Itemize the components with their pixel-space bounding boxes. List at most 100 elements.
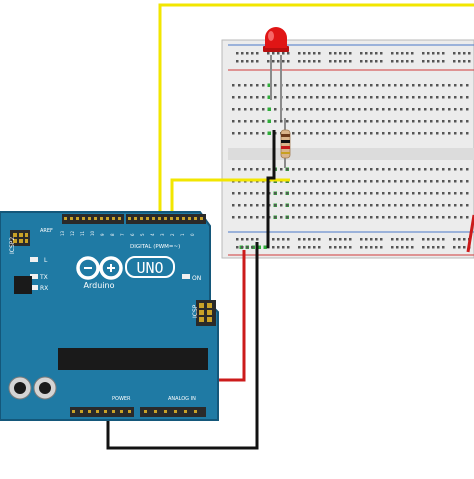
terminal-hole: [310, 216, 313, 219]
terminal-hole: [298, 216, 301, 219]
terminal-hole: [262, 204, 265, 207]
power-label: POWER: [112, 396, 131, 402]
terminal-hole: [358, 108, 361, 111]
terminal-hole: [358, 96, 361, 99]
terminal-hole: [448, 84, 451, 87]
header-pin: [128, 217, 131, 220]
terminal-hole: [388, 96, 391, 99]
terminal-hole: [442, 168, 445, 171]
terminal-hole: [298, 168, 301, 171]
terminal-hole: [460, 204, 463, 207]
terminal-hole: [406, 192, 409, 195]
terminal-hole: [430, 84, 433, 87]
terminal-hole: [400, 96, 403, 99]
rail-hole: [406, 52, 409, 55]
terminal-hole: [238, 168, 241, 171]
terminal-hole: [280, 120, 283, 123]
terminal-hole: [280, 216, 283, 219]
terminal-hole: [274, 108, 277, 111]
connected-hole: [267, 107, 271, 111]
terminal-hole: [352, 132, 355, 135]
terminal-hole: [286, 120, 289, 123]
terminal-hole: [262, 132, 265, 135]
terminal-hole: [286, 216, 289, 219]
terminal-hole: [430, 192, 433, 195]
black-wire-ground: [106, 242, 259, 450]
rail-hole: [442, 52, 445, 55]
terminal-hole: [406, 96, 409, 99]
terminal-hole: [358, 192, 361, 195]
rail-hole: [267, 52, 270, 55]
header-pin: [96, 410, 99, 413]
header-pin: [176, 217, 179, 220]
terminal-hole: [334, 132, 337, 135]
capacitor-left: [8, 376, 32, 400]
rail-hole: [432, 60, 435, 63]
terminal-hole: [340, 168, 343, 171]
terminal-hole: [292, 192, 295, 195]
connected-hole: [267, 131, 271, 135]
terminal-hole: [298, 120, 301, 123]
rail-hole: [453, 60, 456, 63]
rail-hole: [422, 238, 425, 241]
terminal-hole: [370, 216, 373, 219]
terminal-hole: [394, 204, 397, 207]
terminal-hole: [370, 180, 373, 183]
terminal-hole: [346, 192, 349, 195]
terminal-hole: [412, 192, 415, 195]
rail-hole: [308, 246, 311, 249]
rail-hole: [463, 60, 466, 63]
terminal-hole: [388, 84, 391, 87]
rail-hole: [241, 238, 244, 241]
terminal-hole: [334, 108, 337, 111]
header-pin: [112, 410, 115, 413]
header-pin: [164, 410, 167, 413]
rail-hole: [422, 52, 425, 55]
rail-hole: [287, 60, 290, 63]
rail-hole: [241, 60, 244, 63]
terminal-hole: [340, 120, 343, 123]
rail-hole: [375, 238, 378, 241]
terminal-hole: [376, 216, 379, 219]
led-highlight: [268, 31, 274, 41]
rail-hole: [411, 238, 414, 241]
terminal-hole: [352, 168, 355, 171]
rail-hole: [282, 52, 285, 55]
terminal-hole: [304, 96, 307, 99]
terminal-hole: [352, 204, 355, 207]
header-pin: [158, 217, 161, 220]
resistor-band-4: [281, 152, 290, 154]
terminal-hole: [298, 180, 301, 183]
rail-hole: [313, 246, 316, 249]
terminal-hole: [454, 84, 457, 87]
terminal-hole: [436, 180, 439, 183]
terminal-hole: [298, 132, 301, 135]
terminal-hole: [232, 204, 235, 207]
terminal-hole: [256, 204, 259, 207]
rail-hole: [272, 246, 275, 249]
header-pin: [194, 410, 197, 413]
terminal-hole: [370, 204, 373, 207]
rail-hole: [246, 246, 249, 249]
terminal-hole: [388, 192, 391, 195]
terminal-hole: [340, 192, 343, 195]
rail-hole: [365, 60, 368, 63]
terminal-hole: [442, 84, 445, 87]
rail-hole: [375, 246, 378, 249]
l-led: [30, 257, 38, 262]
header-pin: [134, 217, 137, 220]
header-pin: [118, 217, 121, 220]
header-pin: [82, 217, 85, 220]
rail-hole: [432, 238, 435, 241]
terminal-hole: [394, 216, 397, 219]
terminal-hole: [316, 96, 319, 99]
rail-hole: [365, 246, 368, 249]
rail-hole: [329, 246, 332, 249]
rail-hole: [318, 246, 321, 249]
terminal-hole: [364, 84, 367, 87]
terminal-hole: [388, 108, 391, 111]
terminal-hole: [310, 204, 313, 207]
rail-hole: [329, 52, 332, 55]
rail-hole: [370, 52, 373, 55]
